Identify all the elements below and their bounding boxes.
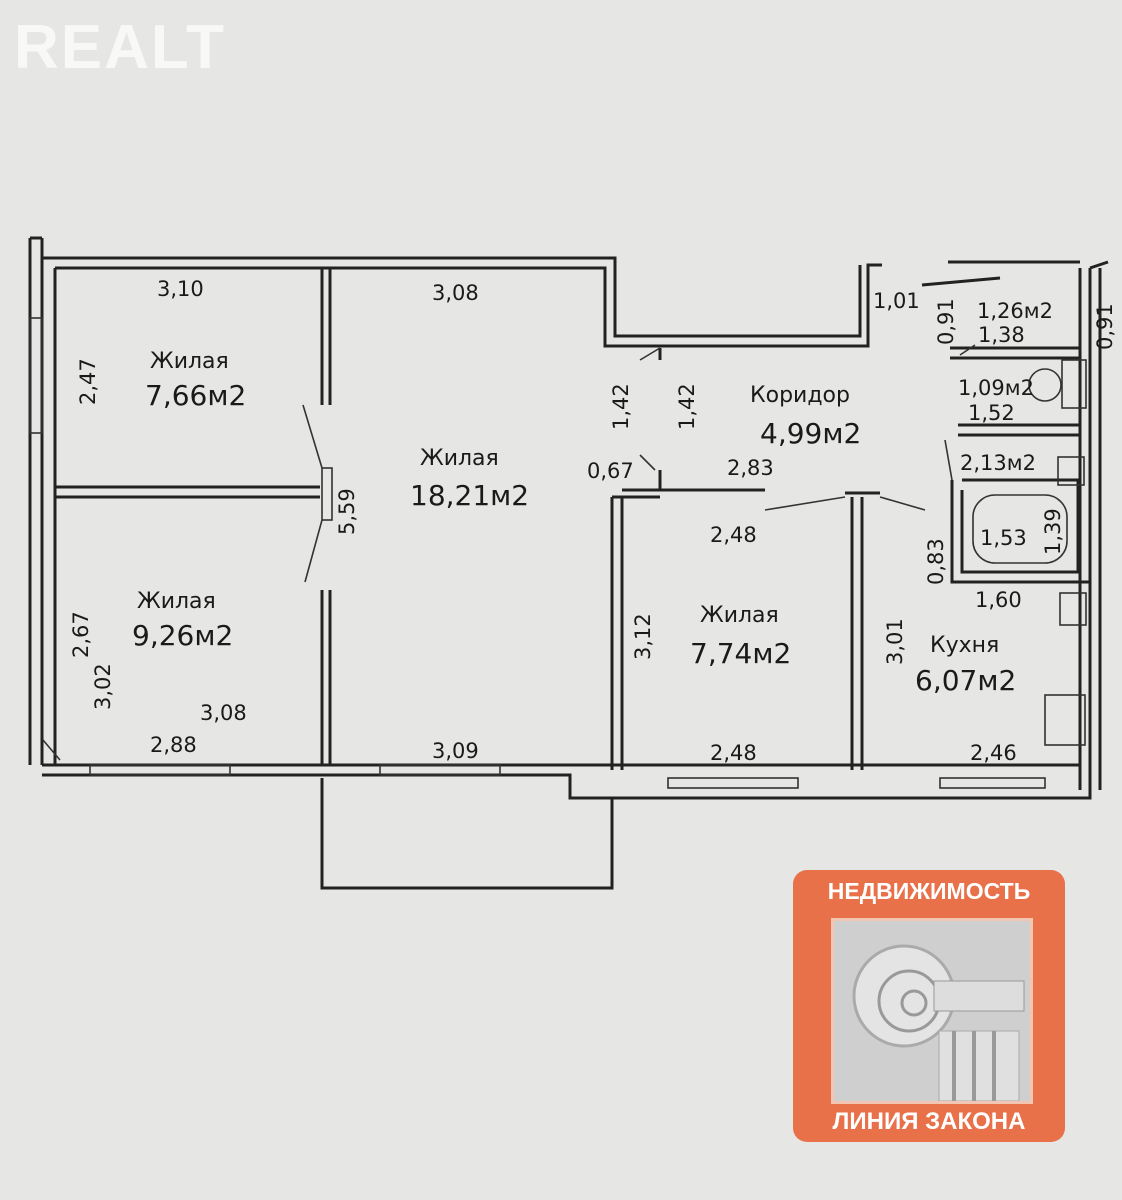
agency-logo-badge: НЕДВИЖИМОСТЬ ЛИНИЯ ЗАКОНА (793, 870, 1065, 1142)
dimension: 3,10 (157, 277, 204, 301)
small-area: 1,09м2 (958, 376, 1034, 400)
small-area: 1,26м2 (977, 299, 1053, 323)
dimension: 3,12 (631, 613, 655, 660)
dimension: 1,60 (975, 588, 1022, 612)
dimension: 1,53 (980, 526, 1027, 550)
ionic-column-icon (852, 944, 1025, 1102)
realt-watermark: REALT (14, 13, 227, 82)
walls (28, 236, 1109, 890)
column-capital-image (831, 918, 1033, 1104)
dimension: 3,09 (432, 739, 479, 763)
dimension: 1,42 (675, 383, 699, 430)
dimension: 1,39 (1041, 508, 1065, 555)
badge-top-text: НЕДВИЖИМОСТЬ (827, 878, 1031, 904)
dimension: 3,08 (200, 701, 247, 725)
room-area: 4,99м2 (760, 417, 861, 450)
dimension: 1,52 (968, 401, 1015, 425)
dimension: 2,48 (710, 741, 757, 765)
badge-bottom-text: ЛИНИЯ ЗАКОНА (832, 1108, 1026, 1135)
dimension: 1,42 (609, 383, 633, 430)
dimension: 2,48 (710, 523, 757, 547)
room-area: 9,26м2 (132, 619, 233, 652)
dimensions: 3,10 3,08 2,47 5,59 1,42 1,42 0,67 2,83 … (69, 277, 1117, 765)
room-name: Коридор (750, 383, 850, 408)
dimension: 2,47 (76, 358, 100, 405)
room-name: Жилая (420, 446, 499, 471)
room-labels: Жилая 7,66м2 Жилая 18,21м2 Жилая 9,26м2 … (132, 299, 1053, 697)
room-area: 18,21м2 (410, 479, 529, 512)
dimension: 3,01 (883, 618, 907, 665)
dimension: 3,08 (432, 281, 479, 305)
small-area: 2,13м2 (960, 451, 1036, 475)
dimension: 2,67 (69, 611, 93, 658)
room-area: 7,74м2 (690, 637, 791, 670)
dimension: 0,91 (934, 298, 958, 345)
room-area: 7,66м2 (145, 379, 246, 412)
dimension: 0,91 (1093, 303, 1117, 350)
room-name: Кухня (930, 633, 999, 658)
room-area: 6,07м2 (915, 664, 1016, 697)
dimension: 2,88 (150, 733, 197, 757)
dimension: 5,59 (335, 488, 359, 535)
room-name: Жилая (137, 589, 216, 614)
dimension: 0,67 (587, 459, 634, 483)
dimension: 2,83 (727, 456, 774, 480)
room-name: Жилая (150, 349, 229, 374)
dimension: 3,02 (91, 663, 115, 710)
dimension: 0,83 (924, 538, 948, 585)
dimension: 2,46 (970, 741, 1017, 765)
dimension: 1,38 (978, 323, 1025, 347)
dimension: 1,01 (873, 289, 920, 313)
room-name: Жилая (700, 603, 779, 628)
